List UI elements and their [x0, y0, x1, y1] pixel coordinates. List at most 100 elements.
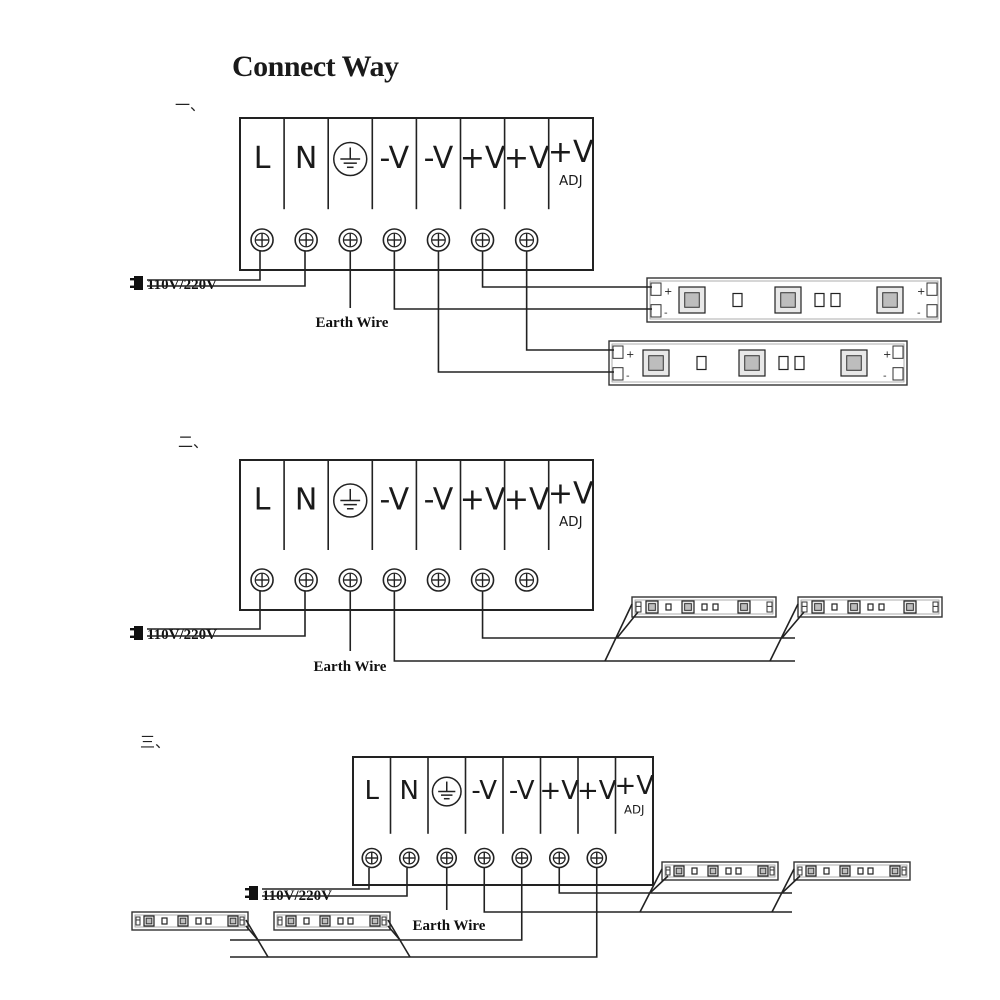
screw-terminal-icon: [511, 847, 533, 869]
terminal-label: L: [365, 776, 380, 806]
wire: [147, 591, 261, 630]
resistor-icon: [696, 355, 707, 371]
resistor-icon: [867, 867, 874, 875]
screw-terminal-icon: [294, 228, 318, 252]
led-chip-icon: [876, 286, 904, 314]
wire: [771, 868, 795, 913]
screw-terminal-icon: [361, 847, 383, 869]
wire: [781, 611, 805, 639]
wire: [230, 868, 523, 941]
resistor-icon: [823, 867, 830, 875]
resistor-icon: [712, 603, 719, 611]
diagram-number: 二、: [178, 433, 208, 451]
terminal-label: +V: [577, 776, 617, 806]
wire: [147, 251, 306, 287]
led-strip: [273, 911, 391, 931]
resistor-icon: [814, 292, 825, 308]
page-title: Connect Way: [232, 50, 399, 83]
led-chip-icon: [678, 286, 706, 314]
led-chip-icon: [319, 915, 331, 927]
led-chip-icon: [681, 600, 695, 614]
screw-terminal-icon: [338, 568, 363, 592]
resistor-icon: [878, 603, 885, 611]
led-chip-icon: [903, 600, 917, 614]
input-voltage-label: 110V/220V: [147, 627, 217, 643]
resistor-icon: [794, 355, 805, 371]
terminal-label: +V: [460, 141, 506, 176]
wire: [230, 868, 598, 958]
pad-plus-label: +: [664, 287, 672, 298]
pad-minus-label: -: [883, 371, 887, 382]
wire: [481, 591, 795, 639]
wire: [769, 603, 799, 662]
resistor-icon: [701, 603, 708, 611]
resistor-icon: [303, 917, 310, 925]
terminal-label: L: [254, 141, 271, 176]
pad-plus-label: +: [883, 350, 891, 361]
resistor-icon: [665, 603, 672, 611]
resistor-icon: [831, 603, 838, 611]
screw-terminal-icon: [398, 847, 420, 869]
led-chip-icon: [774, 286, 802, 314]
terminal-label: N: [400, 776, 419, 806]
wire: [262, 868, 370, 890]
led-strip: +-+-: [646, 277, 942, 323]
led-chip-icon: [839, 865, 851, 877]
power-plug-icon: [245, 886, 258, 900]
led-strip: [131, 911, 249, 931]
wire: [262, 868, 408, 897]
led-chip-icon: [707, 865, 719, 877]
led-chip-icon: [227, 915, 239, 927]
input-voltage-label: 110V/220V: [147, 277, 217, 293]
terminal-label: -V: [380, 483, 410, 518]
terminal-label: +V: [539, 776, 579, 806]
resistor-icon: [732, 292, 743, 308]
screw-terminal-icon: [586, 847, 608, 869]
terminal-label: -V: [424, 141, 454, 176]
led-strip: [631, 596, 777, 618]
screw-terminal-icon: [426, 228, 451, 252]
pad-minus-label: -: [917, 308, 921, 319]
terminal-sublabel: ADJ: [559, 514, 583, 530]
screw-terminal-icon: [514, 568, 539, 592]
screw-terminal-icon: [436, 847, 458, 869]
screw-terminal-icon: [473, 847, 495, 869]
resistor-icon: [830, 292, 841, 308]
terminal-label: N: [295, 141, 317, 176]
resistor-icon: [735, 867, 742, 875]
screw-terminal-icon: [470, 228, 495, 252]
terminal-sublabel: ADJ: [559, 173, 583, 189]
terminal-label: +V: [548, 477, 594, 512]
screw-terminal-icon: [250, 228, 274, 252]
terminal-label: +V: [548, 135, 594, 170]
wire: [147, 251, 261, 281]
resistor-icon: [725, 867, 732, 875]
led-chip-icon: [811, 600, 825, 614]
led-chip-icon: [645, 600, 659, 614]
resistor-icon: [337, 917, 344, 925]
screw-terminal-icon: [294, 568, 318, 592]
wire: [781, 875, 801, 894]
terminal-sublabel: ADJ: [624, 802, 644, 816]
led-chip-icon: [642, 349, 670, 377]
screw-terminal-icon: [382, 568, 407, 592]
led-strip: [797, 596, 943, 618]
screw-terminal-icon: [382, 228, 407, 252]
wire: [387, 925, 401, 941]
resistor-icon: [867, 603, 874, 611]
wire: [525, 251, 614, 351]
resistor-icon: [205, 917, 212, 925]
earth-ground-icon: [333, 141, 368, 177]
earth-wire-label: Earth Wire: [316, 315, 389, 331]
earth-ground-icon: [333, 483, 368, 518]
led-chip-icon: [143, 915, 155, 927]
screw-terminal-icon: [338, 228, 363, 252]
terminal-label: -V: [471, 776, 497, 806]
led-strip: [661, 861, 779, 881]
wire: [558, 868, 792, 894]
led-strip: [793, 861, 911, 881]
